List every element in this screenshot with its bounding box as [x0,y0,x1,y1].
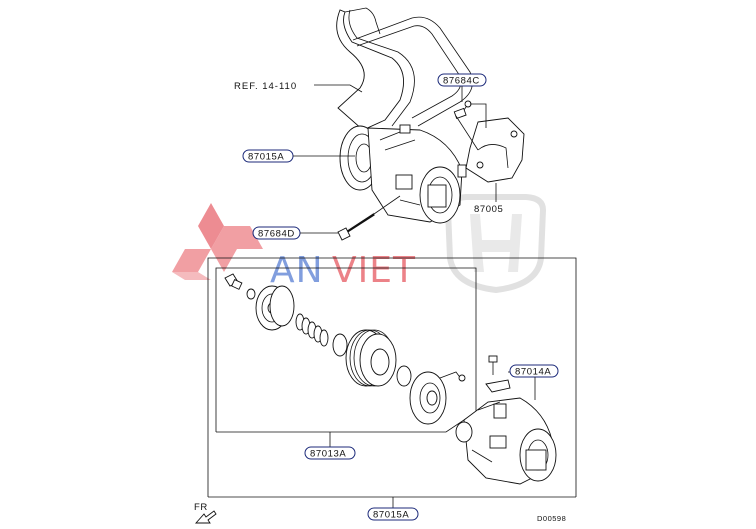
label-87015A-top: 87015A [242,149,355,163]
mitsubishi-logo-watermark [172,203,263,280]
watermark-viet-text: VIET [332,250,416,291]
label-87005-text: 87005 [474,204,503,215]
field-coil [409,371,466,425]
snap-ring-2 [396,365,412,387]
ref-belt-text: REF. 14-110 [234,81,297,92]
label-87684C-text: 87684C [443,76,480,87]
label-87013A: 87013A [304,446,356,460]
label-87005: 87005 [474,183,503,215]
clutch-assembly-frame [215,267,477,447]
armature-plate [255,285,295,331]
pulley [345,329,397,387]
compressor-bracket [465,117,525,183]
front-label-text: FR [194,502,208,513]
mount-bolt [337,195,401,241]
label-87014A: 87014A [509,364,559,400]
compressor-small-bracket [485,355,512,393]
label-87015A-top-text: 87015A [248,152,284,163]
label-87015A-bottom-text: 87015A [373,510,409,521]
label-87014A-text: 87014A [515,367,551,378]
label-87684D: 87684D [252,226,338,240]
clutch-shim [246,288,256,300]
compressor-body-bottom [455,397,557,485]
clutch-spring [295,313,329,347]
diagram-code-text: D00598 [537,514,566,523]
compressor-assembly-frame [207,257,577,508]
clutch-center-bolt [224,273,243,290]
bolt-guide-line [470,103,487,128]
label-87013A-text: 87013A [310,449,346,460]
label-87684D-text: 87684D [258,229,295,240]
label-87684C: 87684C [437,73,487,102]
front-arrow-icon [194,510,217,524]
drive-belt [336,7,473,131]
snap-ring-1 [332,333,348,357]
compressor-top [339,124,467,224]
front-direction-indicator: FR [194,502,217,524]
anviet-watermark-text: AN VIET [270,250,416,291]
label-ref-belt: REF. 14-110 [234,81,363,93]
bolt-guide-line-2 [455,115,479,151]
watermark-an-text: AN [270,250,324,291]
label-87015A-bottom: 87015A [367,507,419,521]
